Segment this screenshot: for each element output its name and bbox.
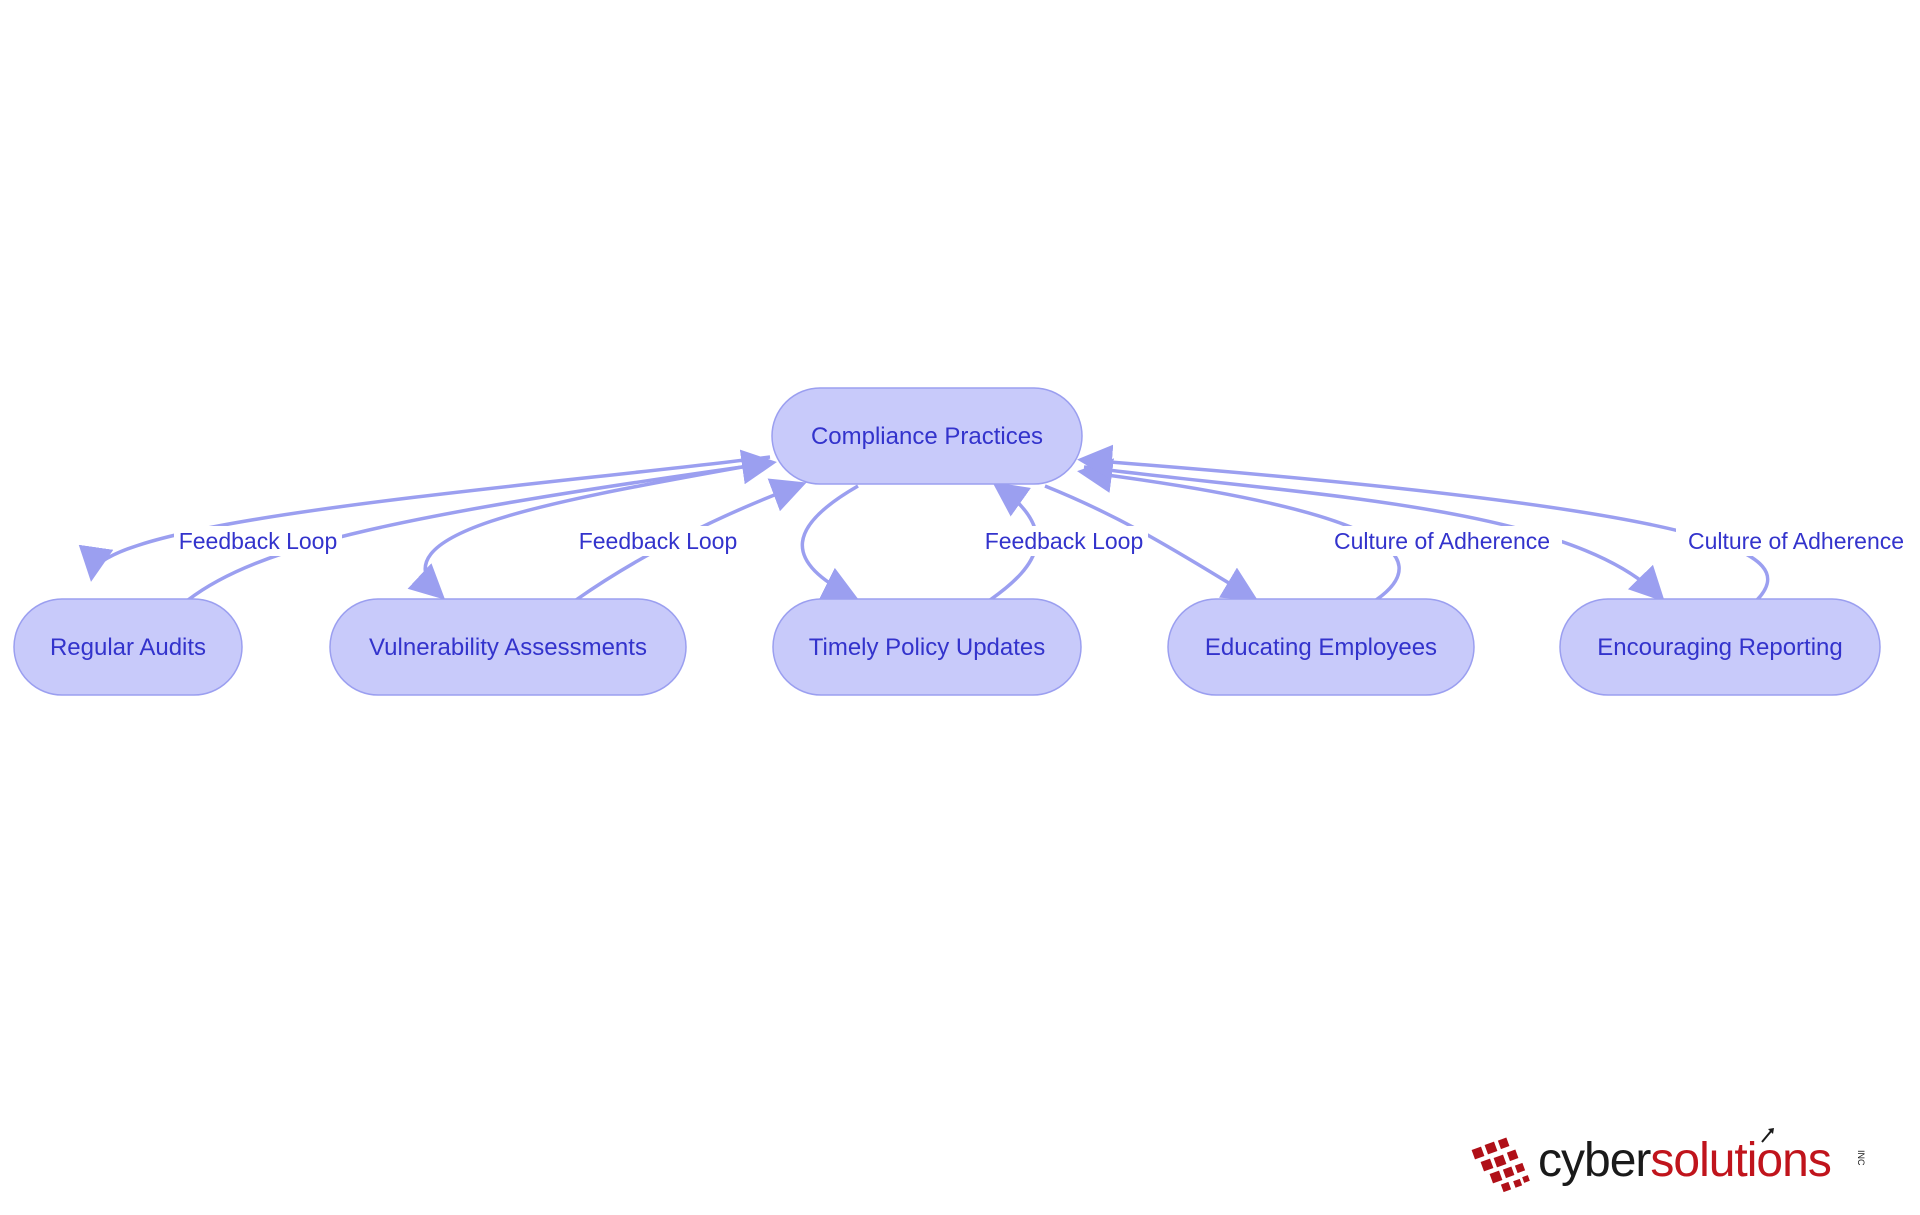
svg-text:Culture of Adherence: Culture of Adherence bbox=[1688, 528, 1904, 554]
logo-text-solutions: solutions bbox=[1650, 1134, 1830, 1187]
edge-label-policy: Feedback Loop bbox=[980, 526, 1148, 556]
edge-audits-to-compliance bbox=[186, 449, 777, 602]
edge-label-vulnerability: Feedback Loop bbox=[574, 526, 742, 556]
edge-compliance-to-vulnerability bbox=[407, 460, 771, 600]
node-compliance-practices: Compliance Practices bbox=[771, 387, 1083, 485]
edge-compliance-to-policy bbox=[800, 484, 859, 600]
svg-text:Culture of Adherence: Culture of Adherence bbox=[1334, 528, 1550, 554]
svg-text:Feedback Loop: Feedback Loop bbox=[579, 528, 738, 554]
node-educating-employees: Educating Employees bbox=[1167, 598, 1475, 696]
logo-text-inc: INC bbox=[1856, 1150, 1866, 1166]
edge-label-reporting: Culture of Adherence bbox=[1676, 526, 1916, 556]
svg-text:Educating Employees: Educating Employees bbox=[1205, 634, 1437, 661]
svg-text:Feedback Loop: Feedback Loop bbox=[179, 528, 338, 554]
svg-text:Feedback Loop: Feedback Loop bbox=[985, 528, 1144, 554]
node-encouraging-reporting: Encouraging Reporting bbox=[1559, 598, 1881, 696]
logo-text-cyber: cyber bbox=[1538, 1134, 1651, 1187]
svg-text:Timely Policy Updates: Timely Policy Updates bbox=[809, 634, 1046, 661]
node-timely-policy-updates: Timely Policy Updates bbox=[772, 598, 1082, 696]
edge-label-audits: Feedback Loop bbox=[174, 526, 342, 556]
svg-text:Vulnerability Assessments: Vulnerability Assessments bbox=[369, 634, 647, 661]
logo-mark-icon bbox=[1471, 1137, 1530, 1193]
svg-text:Compliance Practices: Compliance Practices bbox=[811, 423, 1043, 450]
edge-compliance-to-audits bbox=[78, 455, 771, 582]
logo-arrow-icon bbox=[1761, 1129, 1773, 1143]
cybersolutions-logo: cybersolutions INC bbox=[1471, 1128, 1866, 1193]
svg-text:Regular Audits: Regular Audits bbox=[50, 634, 206, 661]
edge-compliance-to-educating bbox=[1044, 484, 1259, 601]
edge-label-educating: Culture of Adherence bbox=[1322, 526, 1562, 556]
node-regular-audits: Regular Audits bbox=[13, 598, 243, 696]
svg-text:cybersolutions: cybersolutions bbox=[1538, 1134, 1831, 1187]
edge-compliance-to-reporting bbox=[1083, 465, 1665, 602]
svg-text:Encouraging Reporting: Encouraging Reporting bbox=[1597, 634, 1843, 661]
node-vulnerability-assessments: Vulnerability Assessments bbox=[329, 598, 687, 696]
